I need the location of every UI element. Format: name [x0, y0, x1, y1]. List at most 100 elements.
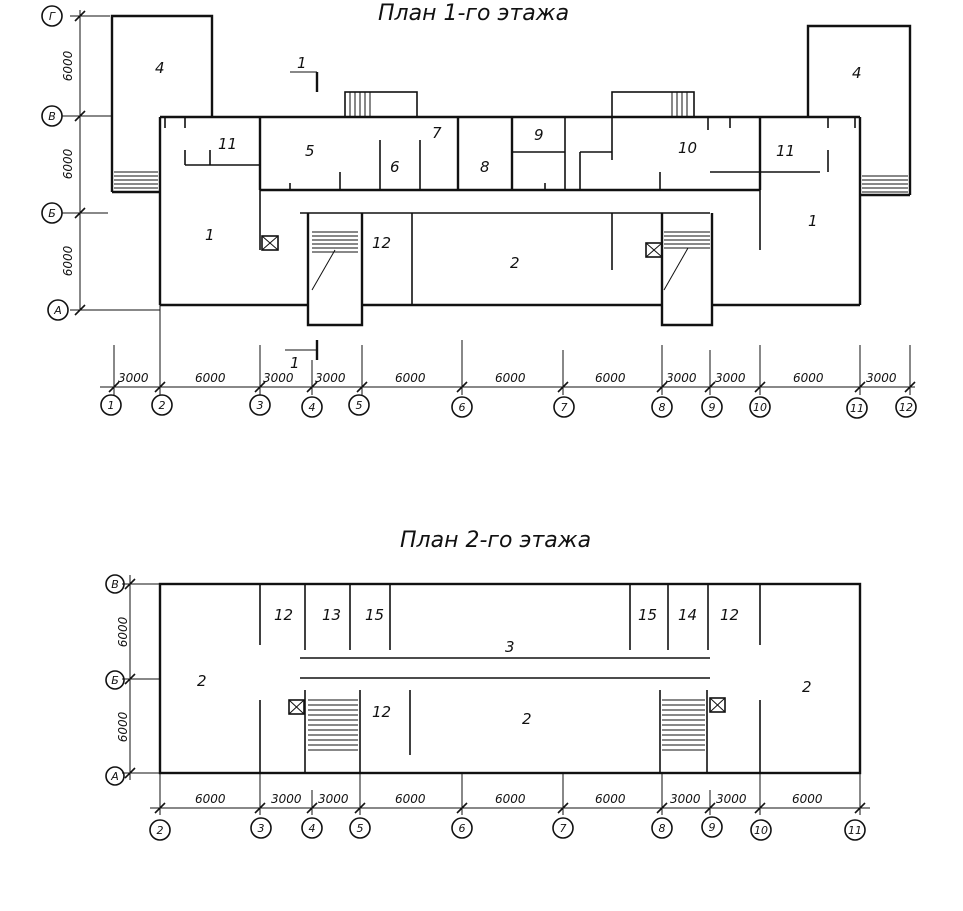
room-label: 2 — [510, 254, 520, 272]
plan2-col-axis: 4 — [301, 817, 323, 839]
plan1-col-dimension-line — [100, 150, 916, 395]
plan1-col-axis: 7 — [553, 396, 575, 418]
plan2-stairs — [288, 697, 726, 751]
svg-text:6000: 6000 — [595, 371, 626, 385]
svg-text:6: 6 — [459, 822, 466, 835]
plan2-col-axis: 9 — [701, 816, 723, 838]
section-mark-top: 1 — [297, 54, 307, 72]
svg-text:6000: 6000 — [195, 371, 226, 385]
room-label: 4 — [852, 64, 862, 82]
plan2-col-axis: 6 — [451, 817, 473, 839]
room-label: 7 — [432, 124, 442, 142]
svg-text:11: 11 — [848, 824, 862, 837]
svg-text:5: 5 — [357, 822, 364, 835]
plan1-row-axis-A: А — [47, 299, 69, 321]
svg-text:6000: 6000 — [792, 792, 823, 806]
plan2-row-dim-1: 6000 — [116, 616, 130, 647]
plan1-title: План 1-го этажа — [378, 1, 569, 26]
plan1-col-axis: 4 — [301, 396, 323, 418]
plan1-row-axis-V: В — [41, 105, 63, 127]
plan1-col-axis: 2 — [151, 394, 173, 416]
room-label: 1 — [205, 226, 215, 244]
svg-text:В: В — [111, 578, 119, 591]
svg-text:3000: 3000 — [271, 792, 302, 806]
svg-text:9: 9 — [709, 821, 716, 834]
plan2-col-axis: 7 — [552, 817, 574, 839]
svg-text:10: 10 — [753, 401, 767, 414]
room-label: 12 — [274, 606, 293, 624]
plan2-col-axes: 2 3 4 5 6 7 8 9 10 11 — [149, 816, 866, 841]
plan1-col-axis: 12 — [895, 396, 917, 418]
plan1-col-axis: 11 — [846, 397, 868, 419]
room-label: 12 — [372, 234, 391, 252]
svg-text:3: 3 — [257, 399, 264, 412]
plan2-col-axis: 5 — [349, 817, 371, 839]
room-label: 12 — [372, 703, 391, 721]
plan1-section-cut: 1 1 — [285, 54, 319, 372]
plan1-row-dim-3: 6000 — [61, 245, 75, 276]
plan2-row-axis-A: А — [105, 766, 125, 786]
room-label: 2 — [802, 678, 812, 696]
svg-text:4: 4 — [309, 822, 316, 835]
plan2-col-axis: 11 — [844, 819, 866, 841]
svg-text:А: А — [53, 304, 62, 317]
room-label: 13 — [322, 606, 341, 624]
plan2-row-axis-B: Б — [105, 670, 125, 690]
plan1-col-axis: 6 — [451, 396, 473, 418]
room-label: 5 — [305, 142, 315, 160]
svg-text:2: 2 — [159, 399, 166, 412]
svg-text:3000: 3000 — [315, 371, 346, 385]
svg-text:Б: Б — [111, 674, 119, 687]
svg-text:3000: 3000 — [866, 371, 897, 385]
svg-text:В: В — [48, 110, 56, 123]
plan1-col-axis: 8 — [651, 396, 673, 418]
svg-text:11: 11 — [850, 402, 864, 415]
plan1-side-stairs — [114, 171, 908, 193]
room-label: 12 — [720, 606, 739, 624]
plan1-col-axis: 9 — [701, 396, 723, 418]
plan2-col-axis: 3 — [250, 817, 272, 839]
room-label: 15 — [365, 606, 384, 624]
plan1-main-stairs — [261, 231, 710, 291]
section-mark-bottom: 1 — [290, 354, 300, 372]
svg-text:4: 4 — [309, 401, 316, 414]
plan2-row-dimension-line — [122, 575, 160, 780]
plan1-row-dimension-line — [70, 10, 160, 316]
plan2-col-dims: 6000 3000 3000 6000 6000 6000 3000 3000 … — [195, 792, 823, 806]
svg-text:12: 12 — [899, 401, 913, 414]
svg-text:6000: 6000 — [395, 371, 426, 385]
plan2-title: План 2-го этажа — [400, 528, 591, 553]
svg-text:3000: 3000 — [670, 792, 701, 806]
svg-text:3000: 3000 — [666, 371, 697, 385]
plan1-walls — [110, 14, 912, 327]
plan1-door-marks — [164, 117, 856, 190]
plan1-row-axis-G: Г — [41, 5, 63, 27]
svg-text:3000: 3000 — [318, 792, 349, 806]
svg-text:9: 9 — [709, 401, 716, 414]
svg-text:2: 2 — [157, 824, 164, 837]
plan1-col-dims: 3000 6000 3000 3000 6000 6000 6000 3000 … — [118, 371, 897, 385]
plan2-row-axis-V: В — [105, 574, 125, 594]
svg-text:3000: 3000 — [715, 371, 746, 385]
plan1-roof-stairs — [344, 91, 695, 118]
svg-text:6000: 6000 — [793, 371, 824, 385]
room-label: 8 — [480, 158, 490, 176]
svg-text:6000: 6000 — [495, 792, 526, 806]
svg-text:5: 5 — [356, 399, 363, 412]
plan1-col-axis: 1 — [100, 394, 122, 416]
svg-text:6000: 6000 — [395, 792, 426, 806]
room-label: 10 — [678, 139, 697, 157]
plan1-row-axis-B: Б — [41, 202, 63, 224]
plan2-col-axis: 10 — [750, 819, 772, 841]
svg-text:10: 10 — [754, 824, 768, 837]
svg-text:6000: 6000 — [495, 371, 526, 385]
room-label: 2 — [197, 672, 207, 690]
svg-text:6000: 6000 — [195, 792, 226, 806]
plan1-col-axes: 1 2 3 4 5 6 7 8 9 10 11 12 — [100, 394, 917, 419]
room-label: 6 — [390, 158, 400, 176]
plan1-col-axis: 5 — [348, 394, 370, 416]
plan2-walls — [158, 582, 862, 775]
plan1-row-dim-1: 6000 — [61, 50, 75, 81]
plan1-room-labels: 4 4 11 11 5 6 7 8 9 10 1 1 12 2 — [155, 59, 862, 272]
room-label: 14 — [678, 606, 697, 624]
